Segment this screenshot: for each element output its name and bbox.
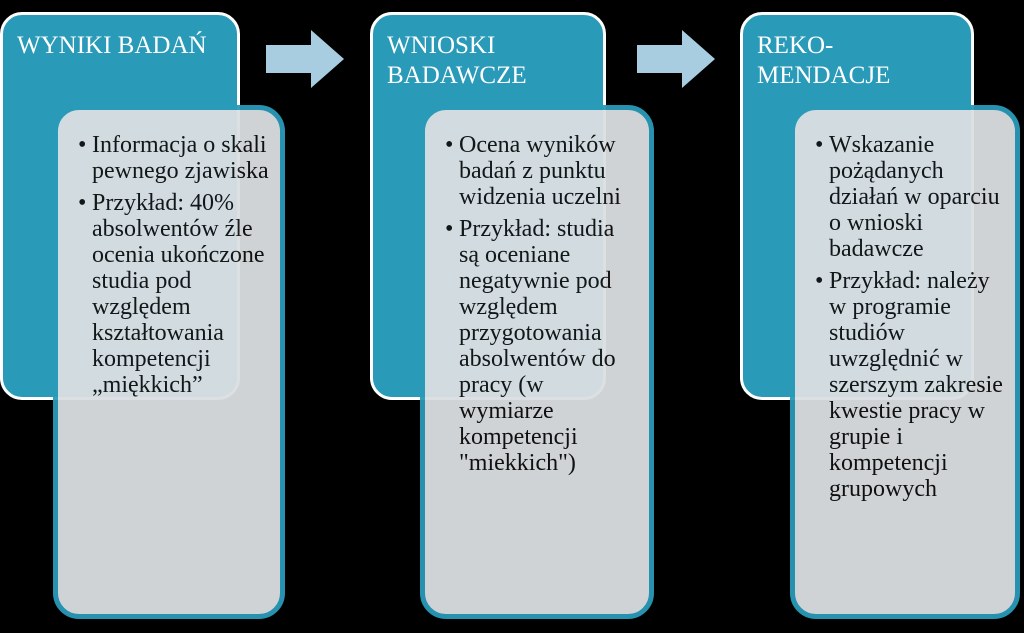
bullet-item: Informacja o skali pewnego zjawiska: [78, 132, 270, 184]
content-box-wnioski-badawcze: Ocena wyników badań z punktu widzenia uc…: [420, 105, 654, 619]
content-box-rekomendacje: Wskazanie pożądanych działań w oparciu o…: [790, 105, 1020, 619]
bullet-item: Przykład: 40% absolwentów źle ocenia uko…: [78, 190, 270, 398]
content-box-wyniki-badan: Informacja o skali pewnego zjawiska Przy…: [53, 105, 285, 619]
bullet-item: Ocena wyników badań z punktu widzenia uc…: [445, 132, 639, 210]
arrow-right-icon: [637, 30, 715, 88]
header-title: WNIOSKI BADAWCZE: [387, 32, 527, 89]
bullet-item: Przykład: studia są oceniane negatywnie …: [445, 216, 639, 476]
bullet-item: Wskazanie pożądanych działań w oparciu o…: [815, 132, 1007, 262]
arrow-right-icon: [266, 30, 344, 88]
header-title: REKO-MENDACJE: [757, 32, 891, 89]
bullet-item: Przykład: należy w programie studiów uwz…: [815, 268, 1007, 502]
header-title: WYNIKI BADAŃ: [17, 32, 207, 59]
